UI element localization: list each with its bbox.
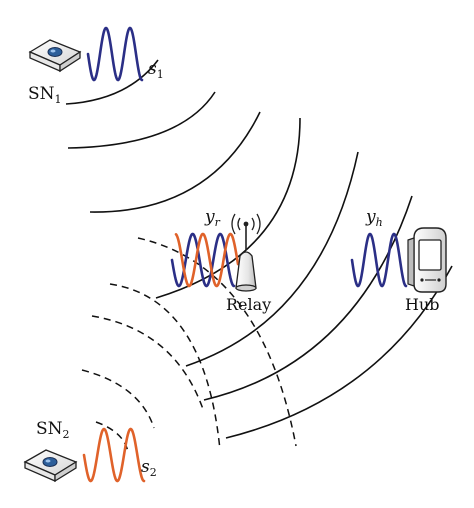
yr-waveform-blue [170,232,236,288]
sn1-wavefront-5 [185,151,359,367]
sn1-wavefront-7 [225,265,453,439]
sn2-wavefront-2 [81,369,155,429]
sn1-wavefront-1 [65,59,159,105]
relay-node [231,213,261,292]
sn2-wavefronts [81,237,297,453]
sn2-wavefront-1 [95,421,129,453]
sn2-label: SN2 [36,419,70,441]
sn2-wavefront-5 [137,237,297,447]
sn1-label: SN1 [28,84,62,106]
sn2-sensor-node [23,449,78,483]
sn2-wavefront-3 [91,315,205,413]
relay-label: Relay [226,295,271,314]
yh-label: yh [365,207,383,229]
sn1-wavefront-3 [89,111,261,213]
s2-label: s2 [141,457,157,479]
sn1-sensor-node [28,39,82,73]
sn2-wavefront-4 [109,283,221,451]
sn1-wavefronts [65,59,453,439]
s2-waveform [82,427,146,483]
sn1-wavefront-2 [67,91,216,149]
hub-device [407,227,447,293]
signal-waveforms [82,26,408,483]
yr-label: yr [204,207,221,229]
yh-waveform [350,232,408,288]
yr-waveform-orange [174,232,240,288]
s1-label: s1 [148,59,164,81]
s1-waveform [86,26,144,82]
hub-label: Hub [405,295,440,314]
